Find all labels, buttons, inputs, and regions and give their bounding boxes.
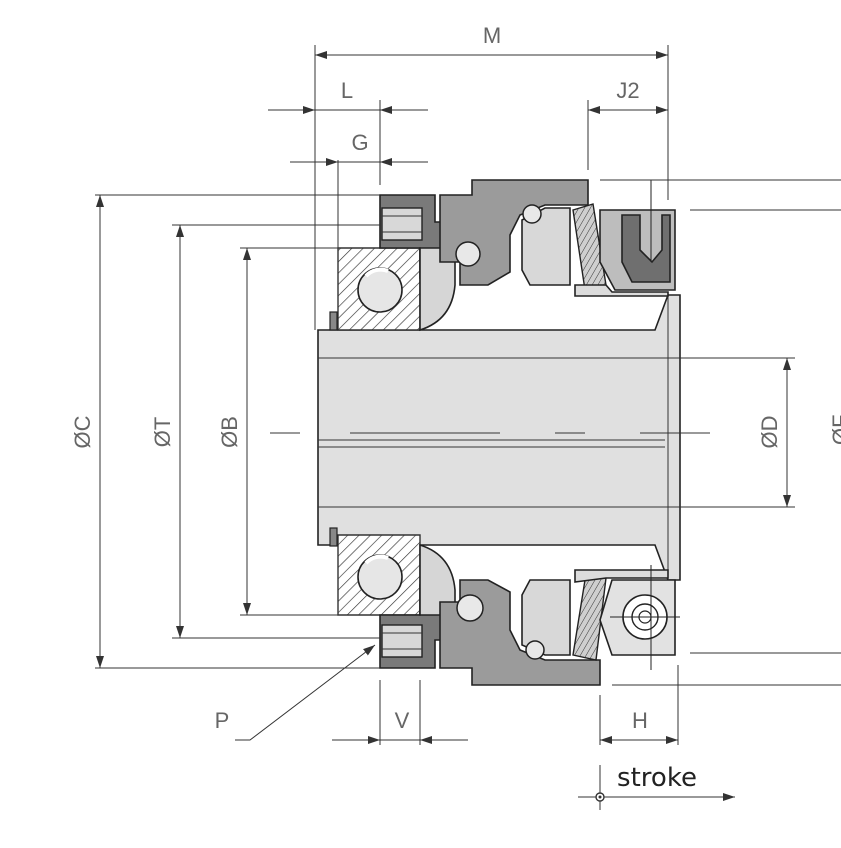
label-diameter-c: ØC xyxy=(70,415,95,448)
upper-section xyxy=(329,179,676,332)
label-j2: J2 xyxy=(616,78,639,103)
label-h: H xyxy=(632,708,648,733)
label-l: L xyxy=(341,78,353,103)
lower-section xyxy=(329,527,680,686)
label-stroke: stroke xyxy=(617,763,697,793)
label-diameter-t: ØT xyxy=(150,417,175,448)
label-p: P xyxy=(215,708,230,733)
label-diameter-f: ØF xyxy=(828,414,841,445)
dimension-arrows xyxy=(96,51,791,801)
sleeve xyxy=(270,294,710,581)
label-v: V xyxy=(395,708,410,733)
label-m: M xyxy=(483,23,501,48)
label-g: G xyxy=(351,130,368,155)
label-diameter-d: ØD xyxy=(757,416,782,449)
label-diameter-b: ØB xyxy=(217,416,242,448)
